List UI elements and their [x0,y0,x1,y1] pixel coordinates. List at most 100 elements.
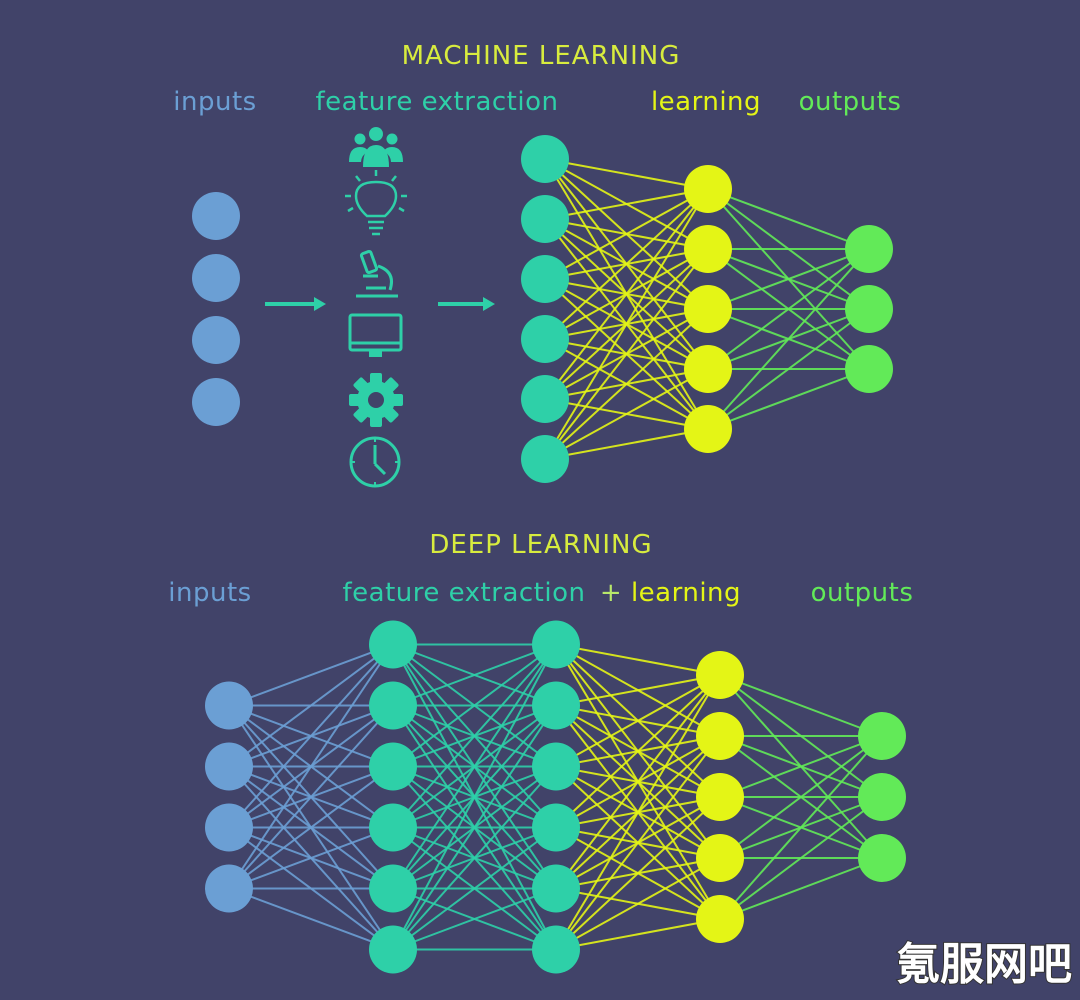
dl-edge [392,826,557,951]
dl-edge [719,796,883,920]
dl-hidden-layer-2-node [532,803,580,852]
ml-label-learning: learning [651,87,761,117]
ml-feature-layer-node [521,195,569,243]
dl-hidden-layer-3 [696,651,744,943]
dl-edge [555,918,721,951]
ml-nodes [192,135,893,483]
ml-edge [544,158,709,190]
dl-hidden-layer-2-node [532,742,580,791]
dl-hidden-layer-2-node [532,681,580,730]
dl-hidden-layer-2 [532,620,580,974]
ml-label-feature-extraction: feature extraction [316,87,559,117]
dl-edge [228,704,394,890]
dl-input-layer-node [205,864,253,913]
dl-input-layer [205,681,253,913]
dl-edge [555,674,721,707]
dl-hidden-layer-1-node [369,742,417,791]
dl-edge [228,643,394,829]
ml-output-layer [845,225,893,393]
dl-edge [228,643,394,890]
ml-learning-layer-node [684,285,732,333]
dl-nodes [205,620,906,974]
dl-edge [228,643,394,768]
dl-output-layer-node [858,773,906,821]
ml-edge [544,368,709,460]
dl-hidden-layer-3-node [696,773,744,821]
dl-hidden-layer-1-node [369,620,417,669]
ml-feature-layer-node [521,135,569,183]
dl-hidden-layer-2-node [532,925,580,974]
dl-hidden-layer-2-node [532,864,580,913]
ml-learning-layer [684,165,732,453]
dl-hidden-layer-1-node [369,803,417,852]
dl-hidden-layer-1-node [369,681,417,730]
ml-edge [544,308,709,460]
dl-edge [392,704,557,951]
ml-edge [707,248,870,310]
dl-edge [555,674,721,951]
clock-icon [349,436,401,488]
dl-label-inputs: inputs [168,578,251,608]
dl-edge [228,887,394,951]
watermark: 氪服网吧 [895,938,1073,991]
dl-edge [555,643,721,676]
dl-edge [555,674,721,768]
dl-edge [555,735,721,951]
ml-network [192,135,893,483]
ml-feature-layer-node [521,435,569,483]
ml-edge [544,188,709,280]
ml-edge [707,308,870,430]
dl-edge [392,643,557,829]
ml-edge [544,428,709,460]
dl-edge [392,644,557,950]
ml-output-layer-node [845,225,893,273]
dl-input-layer-node [205,803,253,852]
dl-label-outputs: outputs [811,578,914,608]
ml-input-layer-node [192,254,240,302]
ml-learning-layer-node [684,225,732,273]
dl-edge [555,674,721,829]
ml-edge [544,188,709,460]
dl-edge [555,857,721,951]
dl-input-layer-node [205,742,253,791]
dl-hidden-layer-2-node [532,620,580,669]
dl-hidden-layer-1 [369,620,417,974]
ml-output-layer-node [845,345,893,393]
ml-feature-layer-node [521,375,569,423]
ml-input-layer [192,192,240,426]
deep-learning-section: DEEP LEARNING inputs feature extraction … [168,530,913,974]
dl-hidden-layer-3-node [696,834,744,882]
ml-output-layer-node [845,285,893,333]
dl-label-learning: learning [631,578,741,608]
dl-hidden-layer-3-node [696,712,744,760]
ml-edge [544,188,709,340]
ml-edge [544,248,709,460]
ml-edge [544,188,709,220]
ml-edge [707,188,870,250]
monitor-icon [348,313,403,357]
dl-edge [392,887,557,951]
dl-edge [719,857,883,920]
ml-feature-layer-node [521,315,569,363]
ml-edge [707,248,870,430]
dl-edge [228,643,394,707]
watermark-text: 氪服网吧 [896,939,1072,990]
dl-output-layer-node [858,712,906,760]
dl-edge [228,765,394,890]
ml-label-outputs: outputs [799,87,902,117]
dl-hidden-layer-3-node [696,895,744,943]
dl-edge [555,796,721,951]
ml-label-inputs: inputs [173,87,256,117]
dl-connections [228,643,883,951]
ml-edge [707,248,870,370]
gear-icon [349,373,403,427]
ml-feature-layer-node [521,255,569,303]
ml-edge [707,368,870,430]
ml-learning-layer-node [684,405,732,453]
dl-edge [555,674,721,890]
people-icon [349,127,403,167]
ml-input-layer-node [192,316,240,364]
dl-output-layer [858,712,906,882]
